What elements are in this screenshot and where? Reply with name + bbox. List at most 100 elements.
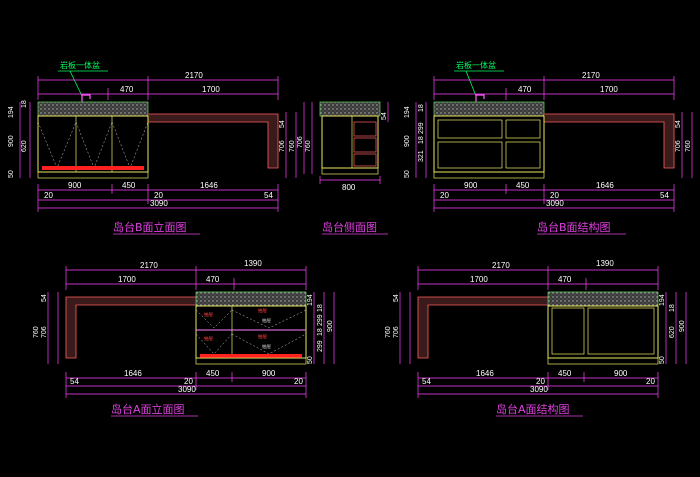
dim-as-20a: 20 [536,377,545,386]
dim-as-620: 620 [669,326,676,338]
dim-bs-1700: 1700 [600,85,618,94]
dim-a-3090: 3090 [178,385,196,394]
dim-b-760: 760 [289,140,296,152]
view-title-a-elevation: 岛台A面立面图 [111,402,185,416]
dim-as-1390: 1390 [596,259,614,268]
dim-a-450: 450 [206,369,220,378]
dim-bs-321: 321 [418,150,425,162]
dim-bs-54: 54 [675,120,682,128]
dim-as-760: 760 [385,326,392,338]
dim-bs-470: 470 [518,85,532,94]
dim-as-2170: 2170 [492,261,510,270]
dim-b-2170: 2170 [185,71,203,80]
view-title-a-structure: 岛台A面结构图 [496,402,570,416]
dim-as-450: 450 [558,369,572,378]
dim-side-760: 760 [305,140,312,152]
dim-a-50: 50 [307,356,314,364]
dim-b-194: 194 [8,106,15,118]
dim-b-20b: 20 [154,191,163,200]
dim-bs-20a: 20 [440,191,449,200]
dim-as-54: 54 [393,294,400,302]
drawer-label-4: 抽屉 [204,335,213,342]
dim-a-900h: 900 [327,320,334,332]
dim-as-3090: 3090 [530,385,548,394]
dim-a-18b: 18 [317,328,324,336]
dim-b-620: 620 [21,140,28,152]
dim-a-1390: 1390 [244,259,262,268]
drawer-label-3: 抽屉 [258,307,267,314]
dim-a-2170: 2170 [140,261,158,270]
dim-b-3090: 3090 [150,199,168,208]
dim-bs-50: 50 [404,170,411,178]
dim-a-54b: 54 [70,377,79,386]
dim-b-50: 50 [8,170,15,178]
dim-a-299b: 299 [317,340,324,352]
drawer-label-1: 抽屉 [204,311,213,318]
dim-a-299: 299 [317,314,324,326]
view-a-structure: 2170 1390 1700 470 54 706 760 194 18 620… [385,259,687,417]
dim-as-1646: 1646 [476,369,494,378]
view-title-b-elevation: 岛台B面立面图 [113,220,187,234]
dim-b-54: 54 [279,120,286,128]
dim-bs-760: 760 [685,140,692,152]
drawer-label-5: 抽屉 [262,343,271,350]
dim-a-706: 706 [41,326,48,338]
dim-bs-3090: 3090 [546,199,564,208]
dim-a-1700: 1700 [118,275,136,284]
dim-a-900w: 900 [262,369,276,378]
view-title-b-structure: 岛台B面结构图 [537,220,611,234]
dim-a-760: 760 [33,326,40,338]
view-b-elevation: 岩板一体盆 2170 470 1700 194 18 900 620 [8,60,297,235]
dim-b-20a: 20 [44,191,53,200]
dim-bs-450: 450 [516,181,530,190]
dim-a-1646: 1646 [124,369,142,378]
view-title-side: 岛台侧面图 [322,220,377,234]
drawer-label-6: 抽屉 [258,333,267,340]
dim-as-900h: 900 [679,320,686,332]
dim-b-900: 900 [8,135,15,147]
dim-b-706: 706 [279,140,286,152]
dim-b-470: 470 [120,85,134,94]
dim-bs-299: 299 [418,122,425,134]
dim-b-900w: 900 [68,181,82,190]
dim-as-54b: 54 [422,377,431,386]
dim-side-706: 706 [297,136,304,148]
drawer-label-2: 抽屉 [262,317,271,324]
dim-side-800: 800 [342,183,356,192]
dim-b-54b: 54 [264,191,273,200]
dim-a-20a: 20 [184,377,193,386]
dim-bs-20b: 20 [550,191,559,200]
sink-note: 岩板一体盆 [60,60,100,70]
dim-as-1700: 1700 [470,275,488,284]
dim-b-18: 18 [21,100,28,108]
dim-as-20b: 20 [646,377,655,386]
dim-as-194: 194 [659,294,666,306]
dim-bs-706: 706 [675,140,682,152]
dim-a-18: 18 [317,304,324,312]
dim-as-18: 18 [669,304,676,312]
dim-a-194: 194 [307,294,314,306]
dim-as-50: 50 [659,356,666,364]
dim-a-54: 54 [41,294,48,302]
dim-side-54: 54 [381,112,388,120]
dim-bs-18: 18 [418,104,425,112]
dim-as-706: 706 [393,326,400,338]
view-side: 706 760 54 800 岛台侧面图 [297,101,389,235]
dim-bs-2170: 2170 [582,71,600,80]
dim-b-1646: 1646 [200,181,218,190]
dim-bs-54b: 54 [660,191,669,200]
dim-as-900w: 900 [614,369,628,378]
sink-note-structure: 岩板一体盆 [456,60,496,70]
dim-bs-1646: 1646 [596,181,614,190]
dim-bs-194: 194 [404,106,411,118]
dim-b-450: 450 [122,181,136,190]
dim-bs-900: 900 [404,135,411,147]
view-b-structure: 岩板一体盆 2170 470 1700 194 18 900 299 18 32… [404,60,693,235]
dim-b-1700: 1700 [202,85,220,94]
view-a-elevation: 2170 1390 1700 470 抽屉 抽屉 抽屉 抽屉 抽屉 抽屉 54 … [33,259,335,417]
dim-a-470: 470 [206,275,220,284]
dim-as-470: 470 [558,275,572,284]
dim-bs-18b: 18 [418,136,425,144]
